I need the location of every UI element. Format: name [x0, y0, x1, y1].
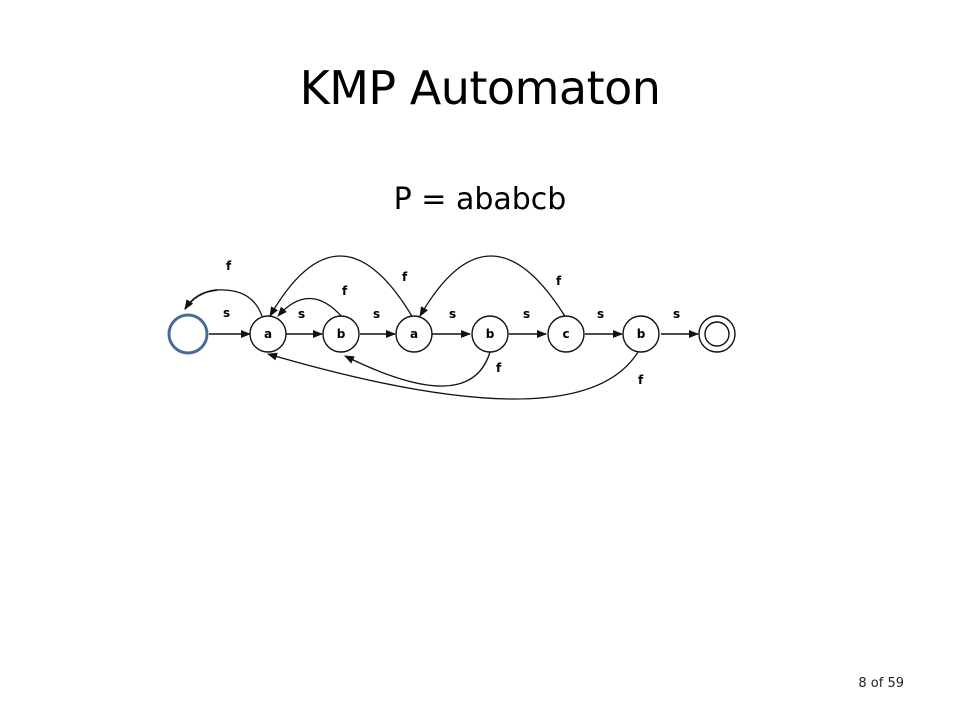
state-1: a [249, 315, 287, 353]
state-4: b [471, 315, 509, 353]
state-5-label: c [562, 327, 569, 341]
failure-edge-1-to-start [184, 289, 218, 310]
success-label-6: s [673, 307, 680, 321]
state-1-label: a [264, 327, 272, 341]
state-start [167, 313, 209, 355]
failure-label-3: f [402, 270, 408, 284]
state-4-label: b [486, 327, 495, 341]
state-6: b [622, 315, 660, 353]
success-label-1: s [298, 307, 305, 321]
state-3-label: a [410, 327, 418, 341]
page-number: 8 of 59 [858, 676, 904, 691]
success-label-3: s [449, 307, 456, 321]
failure-label-6: f [638, 373, 644, 387]
state-2: b [322, 315, 360, 353]
failure-edge-6-to-1 [267, 351, 639, 400]
failure-edge-1-stub [216, 289, 263, 317]
state-6-label: b [637, 327, 646, 341]
failure-label-2: f [342, 284, 348, 298]
success-label-0: s [223, 306, 230, 320]
state-5: c [547, 315, 585, 353]
success-label-4: s [523, 307, 530, 321]
failure-edge-4-to-2 [344, 351, 491, 387]
failure-edge-3-to-1 [269, 255, 414, 319]
success-label-2: s [373, 307, 380, 321]
slide-title: KMP Automaton [299, 61, 661, 115]
pattern-label: P = ababcb [393, 182, 567, 217]
failure-label-1: f [226, 259, 232, 273]
state-3: a [395, 315, 433, 353]
failure-label-5: f [556, 274, 562, 288]
failure-label-4: f [496, 361, 502, 375]
state-2-label: b [337, 327, 346, 341]
state-accept [698, 315, 736, 353]
success-label-5: s [597, 307, 604, 321]
failure-edge-5-to-3 [419, 255, 567, 319]
failure-edge-2-to-1 [277, 297, 344, 319]
